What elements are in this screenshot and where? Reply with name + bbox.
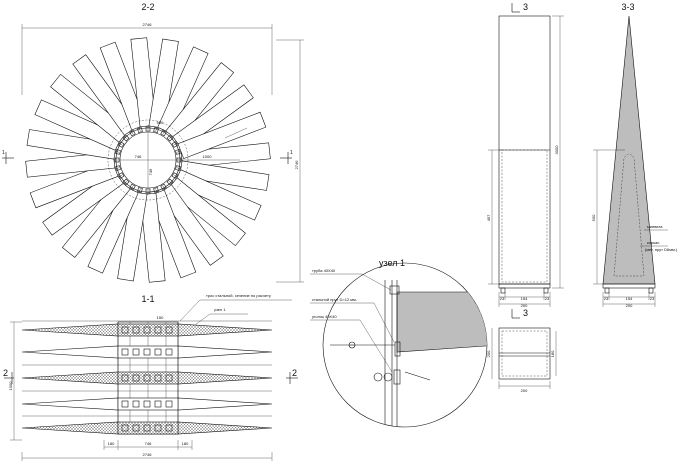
elevation-blade-layer	[21, 345, 273, 359]
section-cut-left: 1	[2, 150, 14, 164]
elevation-dim-overall: 2746	[143, 452, 153, 457]
callout-angle: уголок 40Х40	[312, 314, 337, 319]
front-dim-bottom-total: 200	[521, 303, 528, 308]
front-section-label: 3	[523, 2, 528, 12]
plan-dim-overall-v: 2746	[294, 160, 299, 170]
plan-blade	[99, 41, 148, 133]
side-title: 3-3	[621, 2, 634, 12]
plan-blade	[42, 170, 125, 236]
plan-inner-dashed	[501, 330, 548, 377]
plan-dim-radius: 1000	[203, 154, 213, 159]
section-cut-right: 1	[280, 150, 293, 164]
plan-dim-depth: 200	[486, 350, 491, 357]
elevation-blade-layer	[21, 397, 273, 411]
front-dim-frame: 497	[486, 214, 491, 221]
node-blade-hatched	[396, 291, 487, 353]
plan-dim-overall-h: 2746	[143, 22, 153, 27]
plan-title: 2-2	[141, 2, 154, 12]
plan-dim-core: 746	[135, 154, 142, 159]
plan-view: 2-2 2746 2746 746 746 1000 500 1	[2, 2, 304, 283]
plan-section-label: 3	[523, 308, 528, 318]
elevation-dim-core: 746	[145, 441, 152, 446]
elevation-dim-right: 180	[182, 441, 189, 446]
elevation-blade-layers	[21, 323, 273, 435]
plan-blade	[61, 178, 131, 258]
plan-blade	[130, 37, 157, 132]
plan-blade	[26, 129, 121, 160]
plan-blade	[34, 99, 125, 151]
plan-dim-width: 200	[521, 388, 528, 393]
side-view: 3-3 500 минвата каркас (мет. прут D6мм.)…	[591, 2, 678, 308]
callout-cable: трос стальной, сечение по расчету	[206, 293, 271, 298]
node-tube-section	[389, 285, 400, 295]
front-plan-view: 3 200 180 200	[486, 308, 557, 393]
node-detail-title: узел 1	[379, 258, 405, 268]
plan-blade	[157, 46, 209, 137]
callout-tube: труба 40Х40	[312, 268, 336, 273]
side-dim-frame: 500	[591, 214, 596, 221]
callout-frame: каркас	[647, 240, 659, 245]
section-2-mark-right: 2	[292, 368, 297, 378]
node-detail: узел 1 труба 40Х40 стальной прут D=12 мм…	[310, 258, 488, 428]
elevation-dim-left: 180	[108, 441, 115, 446]
side-dim-bottom-inner: 154	[626, 296, 633, 301]
elevation-dim-height: 1000	[8, 381, 13, 391]
plan-blade	[148, 38, 179, 133]
plan-blade	[87, 183, 139, 274]
plan-blade	[165, 62, 235, 142]
section-mark-left: 1	[2, 150, 5, 156]
elevation-blade-layer	[21, 371, 273, 385]
plan-blade	[175, 111, 267, 160]
front-dim-height: 3000	[554, 145, 559, 155]
front-dim-bottom-left: 23	[500, 296, 505, 301]
side-dim-bottom-total: 200	[626, 303, 633, 308]
callout-filler: минвата	[647, 224, 663, 229]
plan-blade	[117, 187, 148, 282]
plan-dim-core-v: 746	[148, 168, 153, 175]
side-dim-bottom-right: 23	[650, 296, 655, 301]
plan-blade	[171, 84, 254, 150]
plan-outline	[498, 327, 551, 380]
plan-section-mark: 3	[511, 308, 528, 319]
elevation-title: 1-1	[141, 294, 154, 304]
callout-node-ref: узел 1	[214, 307, 226, 312]
front-dim-bottom-right: 23	[545, 296, 550, 301]
elevation-blade-layer	[21, 323, 273, 337]
front-dim-bottom-inner: 154	[521, 296, 528, 301]
plan-dim-inner: 180	[550, 350, 555, 357]
elevation-blade-layer	[21, 421, 273, 435]
callout-frame-2: (мет. прут D6мм.)	[645, 247, 678, 252]
section-cut-2-left: 2	[3, 368, 14, 384]
plan-blade	[158, 183, 224, 266]
plan-blades	[25, 37, 271, 283]
plan-blade	[139, 188, 166, 283]
section-2-mark-left: 2	[3, 368, 8, 378]
section-mark-right: 1	[290, 150, 293, 156]
callout-rod: стальной прут D=12 мм.	[312, 297, 357, 302]
plan-blade	[50, 73, 130, 143]
front-frame-dashed	[501, 149, 548, 283]
front-section-mark: 3	[511, 2, 528, 13]
elevation-view: 1-1 трос стальной, сечение по расчету уз…	[3, 293, 298, 461]
plan-blade	[148, 187, 197, 279]
section-cut-2-right: 2	[286, 368, 298, 384]
elevation-dim-top: 150	[157, 315, 164, 320]
front-view: 3 497 3000 23 154 23 200	[486, 2, 564, 308]
side-dim-bottom-left: 23	[604, 296, 609, 301]
plan-dim-node: 500	[157, 120, 164, 125]
